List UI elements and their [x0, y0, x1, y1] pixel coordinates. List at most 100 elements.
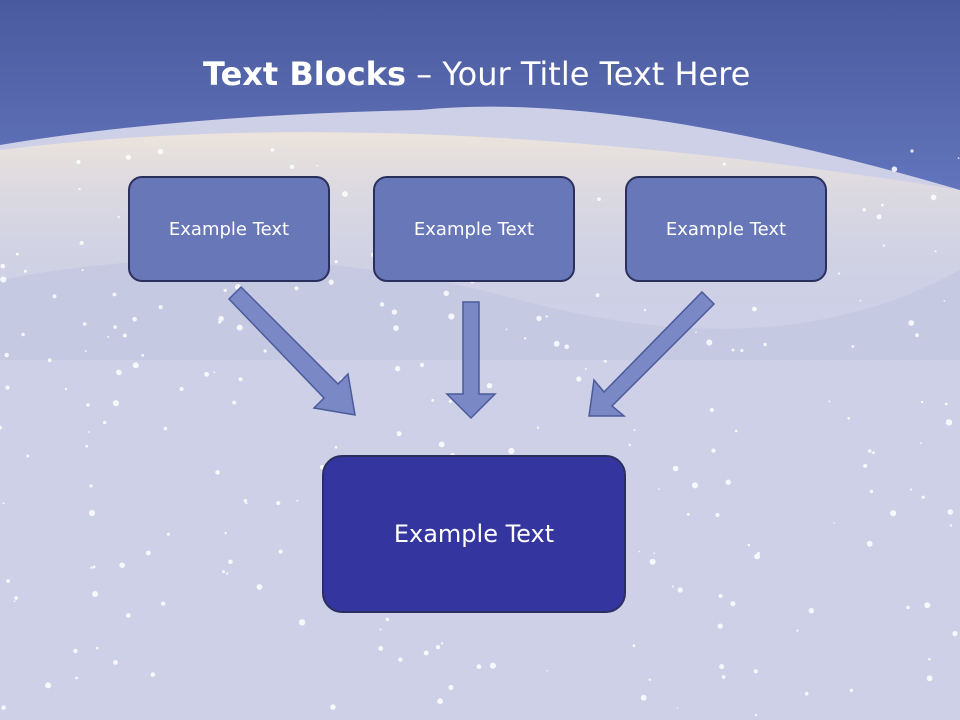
snowflake	[88, 431, 90, 433]
snowflake	[945, 419, 953, 426]
snowflake	[396, 431, 402, 437]
snowflake	[23, 269, 27, 273]
snowflake	[2, 502, 5, 505]
snowflake	[863, 463, 868, 468]
snowflake	[85, 444, 89, 448]
snowflakes	[0, 148, 960, 717]
snowflake	[378, 645, 384, 651]
snowflake	[119, 562, 125, 568]
snowflake	[419, 362, 425, 368]
snowflake	[505, 328, 508, 331]
snowflake	[218, 320, 222, 324]
snowflake	[95, 646, 99, 650]
snowflake	[89, 484, 93, 488]
snowflake	[82, 322, 87, 326]
snowflake	[334, 445, 338, 449]
snowflake	[706, 339, 713, 346]
snowflake	[112, 400, 119, 407]
header-band	[0, 0, 960, 190]
snowflake	[166, 532, 170, 536]
snowflake	[869, 489, 874, 494]
snowflake	[671, 585, 674, 588]
snowflake	[122, 333, 127, 338]
snowflake	[476, 664, 482, 670]
snowflake	[64, 387, 67, 390]
snowflake	[576, 376, 582, 382]
top-box-1-label: Example Text	[168, 218, 290, 240]
snowflake	[719, 664, 725, 670]
snowflake	[316, 164, 319, 167]
snowflake	[224, 531, 227, 535]
snowflake	[435, 645, 441, 650]
snowflake	[330, 704, 336, 710]
arrow-center	[445, 301, 497, 420]
bottom-box: Example Text	[322, 455, 626, 613]
snowflake	[920, 400, 924, 404]
snowflake	[79, 241, 84, 245]
snowflake	[536, 426, 540, 429]
snowflake	[908, 320, 915, 326]
snowflake	[443, 290, 449, 296]
snowflake	[584, 368, 587, 370]
snowflake	[754, 553, 760, 560]
snowflake	[86, 403, 90, 407]
arrow-left	[227, 285, 356, 416]
snowflake	[508, 447, 515, 455]
snowflake	[866, 540, 873, 547]
snowflake	[847, 416, 851, 420]
snowflake	[921, 495, 925, 499]
snowflake	[725, 479, 731, 485]
top-box-3: Example Text	[625, 176, 827, 282]
snowflake	[928, 658, 931, 661]
snowflake	[930, 194, 937, 201]
snowflake	[215, 470, 220, 475]
snowflake	[13, 600, 16, 603]
snowflake	[158, 305, 163, 310]
snowflake	[398, 657, 403, 662]
snowflake	[947, 509, 954, 515]
snowflake	[21, 332, 25, 337]
top-box-3-label: Example Text	[665, 218, 787, 240]
snowflake	[486, 383, 493, 389]
snowflake	[763, 342, 767, 347]
snowflake	[658, 488, 661, 490]
snowflake	[232, 400, 237, 405]
snowflake	[448, 313, 455, 320]
top-box-2-label: Example Text	[413, 218, 535, 240]
snowflake	[90, 566, 93, 569]
snowflake	[245, 502, 248, 505]
snowflake	[4, 352, 9, 358]
snowflake	[717, 623, 723, 629]
bottom-box-label: Example Text	[393, 520, 555, 548]
snowflake	[379, 302, 385, 307]
hills	[0, 259, 960, 360]
snowflake	[145, 550, 151, 556]
snowflake	[686, 512, 690, 516]
snowflake	[179, 386, 184, 392]
snowflake	[298, 619, 306, 626]
snowflake	[15, 252, 19, 256]
snowflake	[73, 648, 78, 654]
snowflake	[648, 678, 651, 681]
snowflake	[638, 550, 640, 553]
snowflake	[676, 707, 679, 709]
snowflake	[754, 713, 758, 717]
snowflake	[448, 684, 454, 691]
snowflake	[796, 629, 799, 632]
snowflake	[161, 601, 166, 606]
snowflake	[88, 509, 96, 517]
snowflake	[0, 425, 2, 430]
snowflake	[438, 441, 445, 448]
snowflake	[910, 149, 914, 153]
snowflake	[437, 698, 443, 705]
snowflake	[536, 315, 542, 322]
snowflake	[150, 672, 156, 677]
snowflake	[851, 345, 855, 348]
snowflake	[238, 377, 243, 382]
snowflake	[45, 682, 52, 689]
snowflake	[891, 166, 898, 172]
snowflake	[132, 317, 137, 322]
snowflake	[943, 300, 946, 302]
snowflake	[721, 675, 726, 679]
